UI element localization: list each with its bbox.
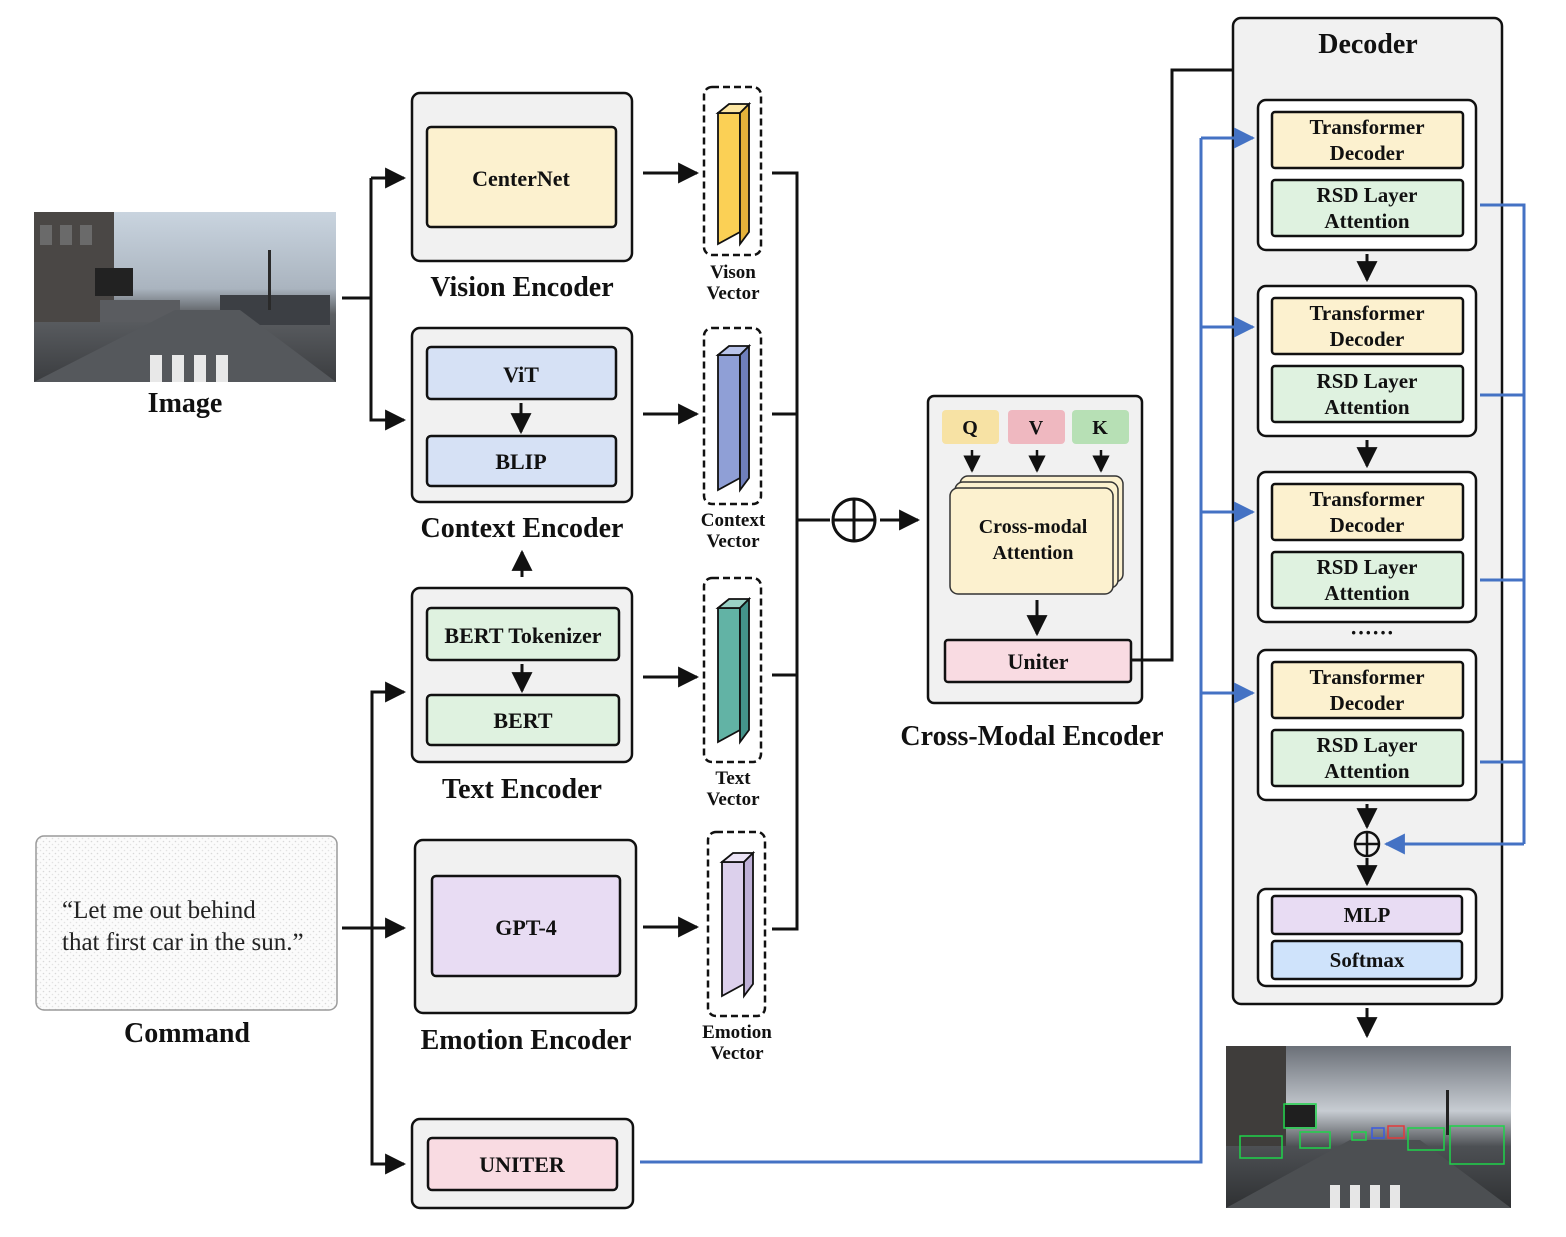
vision-vector-bar (715, 101, 752, 247)
uniter-label: UNITER (479, 1152, 566, 1177)
blip-box (425, 434, 618, 488)
context-vector-label-1: Context (701, 510, 766, 531)
vision-vector-label-2: Vector (706, 283, 760, 304)
command-label: Command (124, 1018, 250, 1049)
command-text-line1: “Let me out behind (62, 897, 256, 924)
encoder-to-vector-arrows (643, 162, 700, 938)
transformer-decoder-label-1b: Decoder (1330, 141, 1405, 165)
transformer-decoder-label-4b: Decoder (1330, 691, 1405, 715)
image-routing-arrows (342, 167, 407, 431)
rsd-attention-label-1b: Attention (1324, 209, 1409, 233)
vector-bus (772, 171, 830, 931)
uniter-skip-connections (640, 127, 1256, 1164)
text-vector-bar (715, 596, 752, 745)
transformer-decoder-label-3b: Decoder (1330, 513, 1405, 537)
output-image (1226, 1046, 1511, 1208)
transformer-decoder-label-3a: Transformer (1309, 487, 1424, 511)
context-vector-bar (715, 343, 752, 493)
decoder-block-4 (1256, 648, 1478, 802)
v-box (1008, 410, 1065, 444)
cross-modal-attention-stack (949, 475, 1124, 595)
decoder-title: Decoder (1318, 29, 1418, 60)
centernet-box (425, 125, 618, 229)
vit-box (425, 345, 618, 401)
decoder-block-1 (1256, 98, 1478, 252)
rsd-attention-label-4b: Attention (1324, 759, 1409, 783)
cross-modal-encoder-title: Cross-Modal Encoder (900, 721, 1163, 752)
context-encoder-title: Context Encoder (421, 513, 624, 544)
cross-modal-uniter-label: Uniter (1007, 649, 1068, 674)
bert-tokenizer-label: BERT Tokenizer (444, 623, 601, 648)
text-vector-frame (702, 576, 763, 764)
uniter-box (426, 1136, 619, 1192)
decoder-ellipsis: ······ (1350, 620, 1394, 645)
rsd-attention-label-2b: Attention (1324, 395, 1409, 419)
vision-vector-label-1: Vison (710, 262, 756, 283)
rsd-attention-label-4a: RSD Layer (1317, 733, 1418, 757)
rsd-attention-label-2a: RSD Layer (1317, 369, 1418, 393)
rsd-attention-label-3b: Attention (1324, 581, 1409, 605)
mlp-label: MLP (1344, 903, 1391, 927)
text-vector-label-2: Vector (706, 789, 760, 810)
q-box (942, 410, 999, 444)
rsd-attention-label-3a: RSD Layer (1317, 555, 1418, 579)
vision-encoder-title: Vision Encoder (430, 272, 613, 303)
q-label: Q (962, 417, 978, 439)
bert-box (425, 693, 621, 747)
vit-label: ViT (503, 362, 539, 387)
decoder-block-2 (1256, 284, 1478, 438)
transformer-decoder-label-2a: Transformer (1309, 301, 1424, 325)
k-box (1072, 410, 1129, 444)
vision-vector-frame (702, 85, 763, 257)
command-box (35, 835, 338, 1011)
concat-icon (831, 497, 877, 543)
head-block (1256, 887, 1478, 988)
command-text-line2: that first car in the sun.” (62, 929, 304, 956)
blip-label: BLIP (495, 449, 546, 474)
gpt4-box (430, 874, 622, 978)
emotion-vector-label-2: Vector (710, 1043, 764, 1064)
emotion-encoder-title: Emotion Encoder (421, 1025, 632, 1056)
softmax-label: Softmax (1330, 948, 1405, 972)
input-image (34, 212, 336, 382)
emotion-vector-label-1: Emotion (702, 1022, 772, 1043)
transformer-decoder-label-4a: Transformer (1309, 665, 1424, 689)
text-encoder-title: Text Encoder (442, 774, 602, 805)
image-label: Image (148, 388, 223, 419)
qvk-arrows (963, 450, 1110, 473)
rsd-aggregation-connections (1383, 203, 1526, 855)
text-vector-label-1: Text (715, 768, 751, 789)
bert-tokenizer-box (425, 606, 621, 662)
centernet-label: CenterNet (472, 166, 570, 191)
emotion-vector-frame (706, 830, 767, 1018)
transformer-decoder-label-1a: Transformer (1309, 115, 1424, 139)
cross-modal-attention-label-2: Attention (992, 542, 1073, 564)
context-vector-frame (702, 326, 763, 506)
emotion-vector-bar (719, 850, 756, 999)
command-routing-arrows (342, 681, 407, 1175)
rsd-attention-label-1a: RSD Layer (1317, 183, 1418, 207)
decoder-sum-icon (1353, 830, 1381, 858)
decoder-block-3 (1256, 470, 1478, 624)
gpt4-label: GPT-4 (495, 915, 557, 940)
context-vector-label-2: Vector (706, 531, 760, 552)
cross-modal-attention-label-1: Cross-modal (979, 516, 1088, 538)
bert-label: BERT (493, 708, 552, 733)
k-label: K (1092, 417, 1108, 439)
v-label: V (1029, 417, 1044, 439)
transformer-decoder-label-2b: Decoder (1330, 327, 1405, 351)
